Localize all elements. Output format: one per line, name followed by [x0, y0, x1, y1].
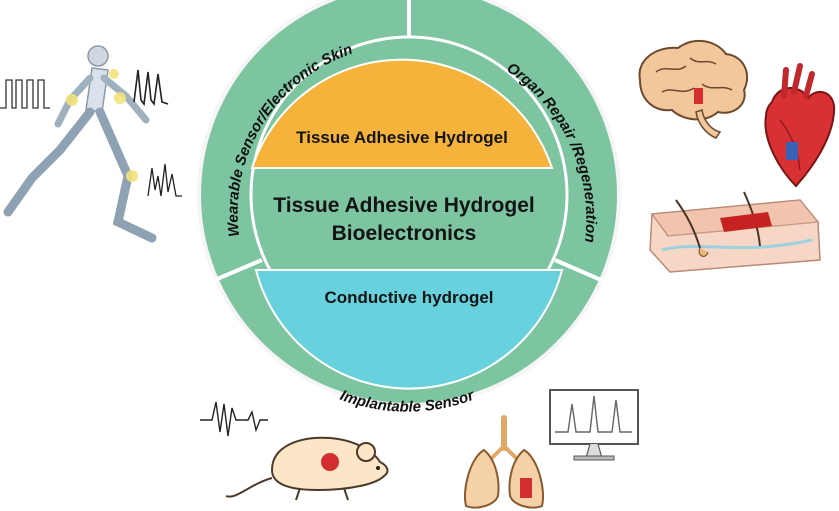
- center-title-line2: Bioelectronics: [332, 222, 477, 245]
- ring-divider-left: [209, 258, 263, 284]
- heart-icon: [764, 63, 836, 188]
- ring-divider-right: [554, 258, 609, 285]
- skin-section-icon: [649, 191, 821, 273]
- mouse-icon: [225, 436, 389, 501]
- square-wave-signal: [0, 79, 50, 109]
- bottom-segment-conductive: [254, 269, 564, 390]
- brain-icon: [638, 39, 749, 139]
- monitor-icon: [549, 389, 639, 461]
- oscillation-signal: [147, 163, 182, 197]
- spike-signal: [133, 69, 169, 107]
- signal-waveform: [200, 401, 268, 437]
- center-title-line1: Tissue Adhesive Hydrogel: [273, 194, 534, 217]
- lungs-icon: [464, 415, 544, 509]
- top-segment-label: Tissue Adhesive Hydrogel: [296, 128, 508, 147]
- top-segment-adhesive: [250, 58, 554, 169]
- bottom-segment-label: Conductive hydrogel: [324, 288, 493, 307]
- runner-figure: [3, 45, 157, 243]
